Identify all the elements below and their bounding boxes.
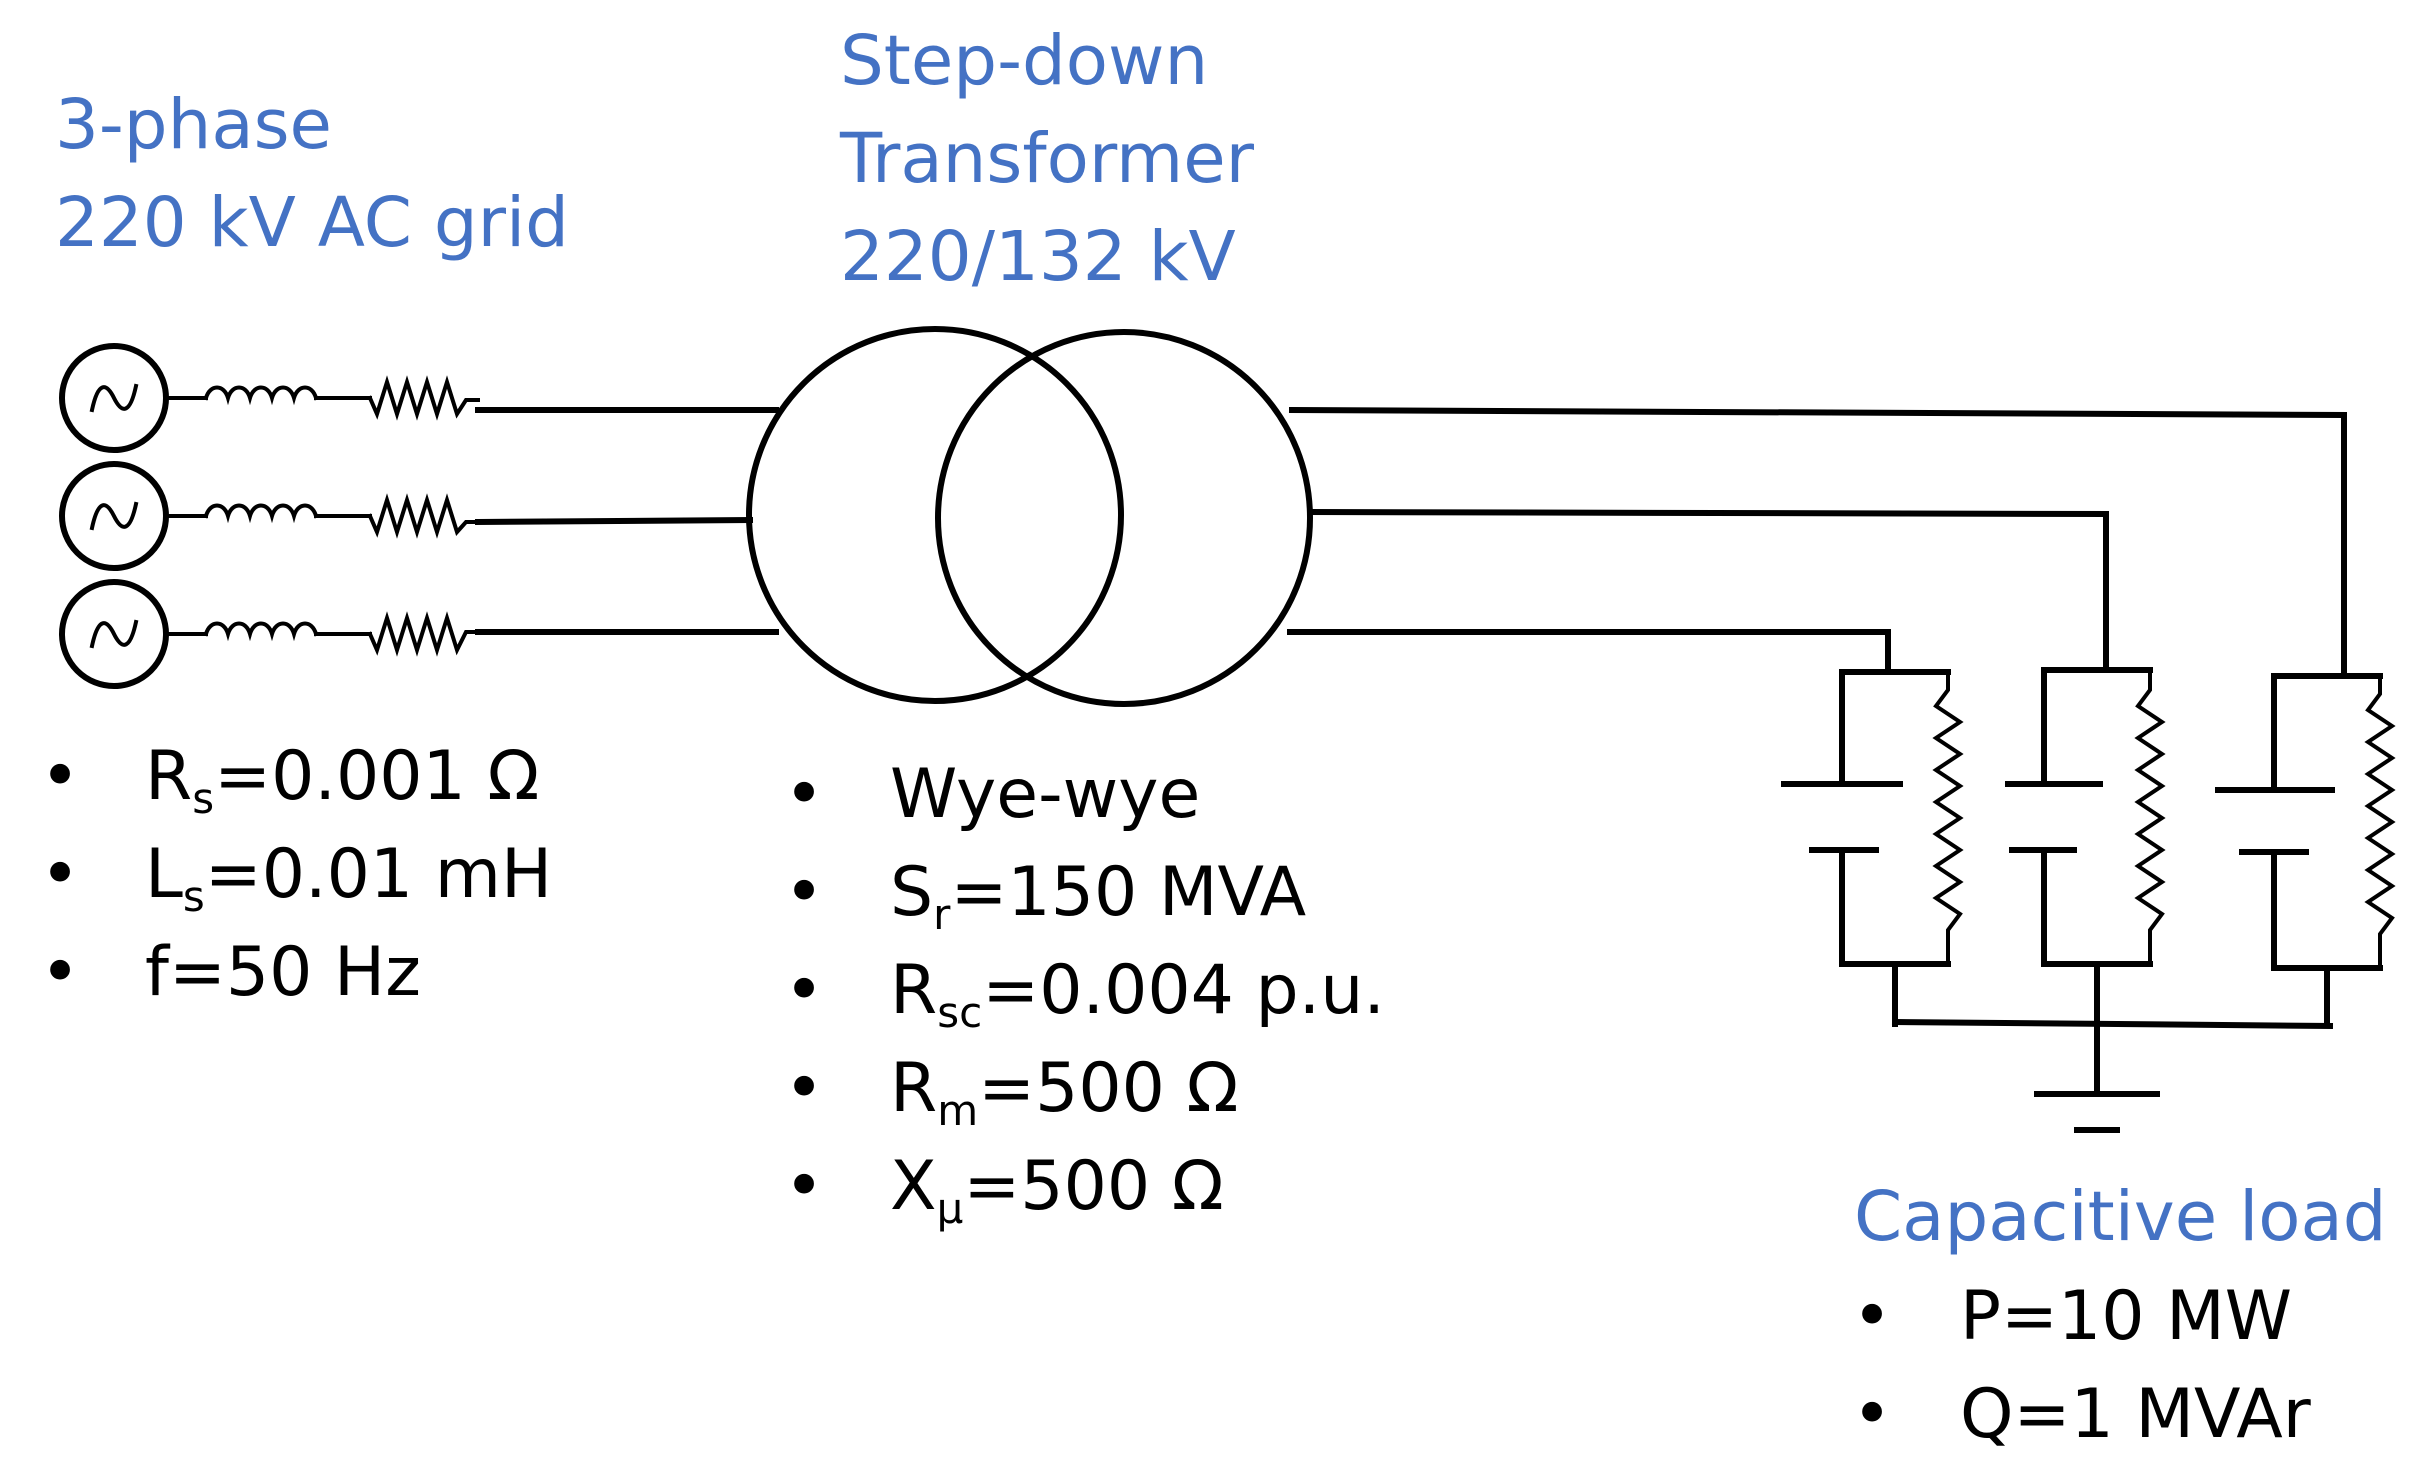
ac-source-icon: [59, 579, 169, 689]
resistor-icon: [367, 375, 480, 421]
transformer-param-connection: • Wye-wye: [784, 746, 1424, 844]
transformer-icon: [746, 326, 1313, 707]
grid-param-rs: • Rs=0.001 Ω: [40, 728, 600, 826]
load-phase-c: [2215, 673, 2396, 1027]
ac-source-icon: [59, 461, 169, 571]
param-text: Sr=150 MVA: [890, 853, 1307, 939]
bullet-icon: •: [40, 933, 81, 1012]
param-text: Rs=0.001 Ω: [145, 737, 540, 823]
bullet-icon: •: [40, 835, 81, 914]
transformer-params: • Wye-wye • Sr=150 MVA • Rsc=0.004 p.u. …: [784, 746, 1424, 1236]
grid-title-line-2: 220 kV AC grid: [55, 183, 569, 263]
load-title: Capacitive load: [1854, 1168, 2387, 1266]
param-text: P=10 MW: [1960, 1277, 2293, 1356]
bullet-icon: •: [784, 853, 825, 932]
bullet-icon: •: [40, 737, 81, 816]
grid-title: 3-phase 220 kV AC grid: [55, 76, 569, 272]
transformer-param-rm: • Rm=500 Ω: [784, 1040, 1424, 1138]
load-title-line: Capacitive load: [1854, 1177, 2387, 1257]
inductor-icon: [203, 621, 319, 642]
bullet-icon: •: [784, 951, 825, 1030]
bullet-icon: •: [784, 1049, 825, 1128]
phase-b-branch: [59, 461, 754, 571]
param-text: Rm=500 Ω: [890, 1049, 1239, 1135]
bullet-icon: •: [784, 1147, 825, 1226]
param-text: Wye-wye: [890, 755, 1201, 834]
transformer-title-line-1: Step-down: [840, 21, 1209, 101]
ac-source-icon: [59, 343, 169, 453]
grid-title-line-1: 3-phase: [55, 85, 333, 165]
resistor-icon: [367, 493, 480, 539]
transformer-title-line-2: Transformer: [840, 119, 1255, 199]
param-text: f=50 Hz: [145, 933, 421, 1012]
resistor-icon: [367, 611, 480, 657]
secondary-lines: [1287, 406, 2347, 679]
load-param-q: • Q=1 MVAr: [1852, 1366, 2372, 1464]
inductor-icon: [203, 385, 319, 406]
load-param-p: • P=10 MW: [1852, 1268, 2372, 1366]
phase-a-branch: [59, 343, 779, 453]
ground-icon: [1891, 1018, 2334, 1133]
transformer-title: Step-down Transformer 220/132 kV: [840, 12, 1254, 306]
grid-param-ls: • Ls=0.01 mH: [40, 826, 600, 924]
bullet-icon: •: [784, 755, 825, 834]
transformer-param-rsc: • Rsc=0.004 p.u.: [784, 942, 1424, 1040]
bullet-icon: •: [1852, 1375, 1893, 1454]
transformer-param-xmu: • Xμ=500 Ω: [784, 1138, 1424, 1236]
param-text: Ls=0.01 mH: [145, 835, 553, 921]
load-params: • P=10 MW • Q=1 MVAr: [1852, 1268, 2372, 1464]
grid-params: • Rs=0.001 Ω • Ls=0.01 mH • f=50 Hz: [40, 728, 600, 1022]
transformer-param-sr: • Sr=150 MVA: [784, 844, 1424, 942]
load-phase-a: [1781, 669, 1964, 1027]
phase-c-branch: [59, 579, 779, 689]
param-text: Xμ=500 Ω: [890, 1147, 1224, 1233]
param-text: Rsc=0.004 p.u.: [890, 951, 1385, 1037]
grid-param-f: • f=50 Hz: [40, 924, 600, 1022]
param-text: Q=1 MVAr: [1960, 1375, 2311, 1454]
load-phase-b: [2005, 667, 2166, 1027]
transformer-title-line-3: 220/132 kV: [840, 217, 1236, 297]
inductor-icon: [203, 503, 319, 524]
bullet-icon: •: [1852, 1277, 1893, 1356]
